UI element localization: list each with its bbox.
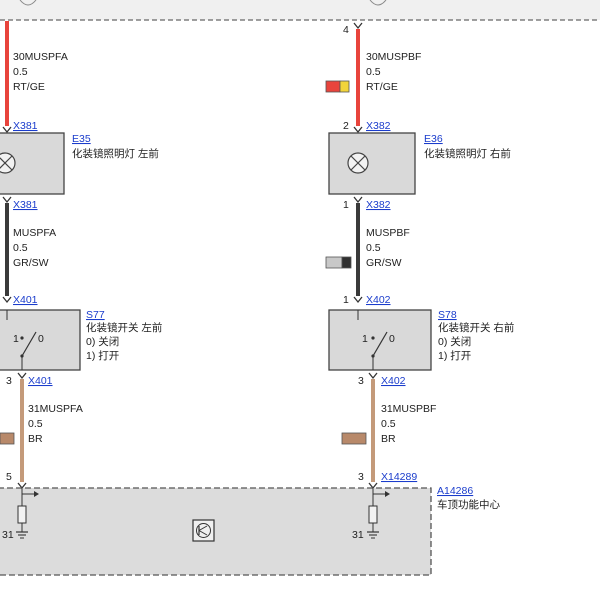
module-id-link[interactable]: A14286 <box>437 485 473 497</box>
left-conn-mid-link[interactable]: X381 <box>13 199 38 211</box>
module-desc: 车顶功能中心 <box>437 498 500 511</box>
right-ground-label: 31 <box>352 529 364 541</box>
right-wire1-color: RT/GE <box>366 81 398 93</box>
right-sw-in-pin: 1 <box>343 294 349 306</box>
right-wire3-color: BR <box>381 433 396 445</box>
right-conn-sw-in-link[interactable]: X402 <box>366 294 391 306</box>
right-wire1-swatch <box>325 80 350 93</box>
right-wire3-size: 0.5 <box>381 418 396 430</box>
right-ground-circuit: 31 <box>352 488 390 541</box>
right-conn-top-link[interactable]: X382 <box>366 120 391 132</box>
left-ground-circuit: 31 <box>2 488 39 541</box>
right-lamp-pin-top: 2 <box>343 120 349 132</box>
right-sw-out-pin: 3 <box>358 375 364 387</box>
right-lamp-desc: 化装镜照明灯 右前 <box>424 147 511 160</box>
top-module-edge <box>0 0 600 21</box>
left-ground-label: 31 <box>2 529 14 541</box>
left-wire3-name: 31MUSPFA <box>28 403 83 415</box>
right-switch-contact-1: 1 <box>362 333 368 345</box>
right-channel: 4 30MUSPBF 0.5 RT/GE 2 X382 E36 化装镜照明灯 右… <box>325 22 514 490</box>
ground-icon <box>16 531 28 539</box>
left-switch-id-link[interactable]: S77 <box>86 309 105 321</box>
right-wire1-name: 30MUSPBF <box>366 51 421 63</box>
roof-module-box[interactable] <box>0 487 432 576</box>
left-channel: 30MUSPFA 0.5 RT/GE X381 E35 化装镜照明灯 左前 X3… <box>0 21 162 490</box>
right-conn-sw-out-link[interactable]: X402 <box>381 375 406 387</box>
right-conn-mid-link[interactable]: X382 <box>366 199 391 211</box>
left-sw-out-pin: 3 <box>6 375 12 387</box>
left-wire3-color: BR <box>28 433 43 445</box>
right-top-pin: 4 <box>343 24 349 36</box>
ground-icon <box>367 531 379 539</box>
right-bottom-pin: 3 <box>358 471 364 483</box>
right-lamp-pin-bottom: 1 <box>343 199 349 211</box>
left-switch-state1: 1) 打开 <box>86 349 119 362</box>
right-conn-bottom-link[interactable]: X14289 <box>381 471 417 483</box>
left-switch-state0: 0) 关闭 <box>86 335 119 348</box>
left-wire2-size: 0.5 <box>13 242 28 254</box>
right-wire3-name: 31MUSPBF <box>381 403 436 415</box>
right-switch-id-link[interactable]: S78 <box>438 309 457 321</box>
lamp-icon <box>347 152 369 174</box>
right-switch-box[interactable] <box>328 309 432 371</box>
control-unit-icon[interactable] <box>192 519 215 542</box>
switch-icon <box>357 310 388 370</box>
right-wire3-swatch <box>341 432 367 445</box>
left-bottom-pin: 5 <box>6 471 12 483</box>
roof-module: A14286 车顶功能中心 31 <box>0 485 500 576</box>
right-lamp-box[interactable] <box>328 132 416 195</box>
left-conn-top-link[interactable]: X381 <box>13 120 38 132</box>
left-switch-box[interactable] <box>0 309 81 371</box>
right-wire2-color: GR/SW <box>366 257 402 269</box>
left-wire3-swatch <box>0 432 15 445</box>
right-switch-state1: 1) 打开 <box>438 349 471 362</box>
right-switch-contact-0: 0 <box>389 333 395 345</box>
right-lamp-id-link[interactable]: E36 <box>424 133 443 145</box>
left-lamp-id-link[interactable]: E35 <box>72 133 91 145</box>
left-wire2-color: GR/SW <box>13 257 49 269</box>
left-wire1-color: RT/GE <box>13 81 45 93</box>
left-switch-contact-1: 1 <box>13 333 19 345</box>
right-wire2-name: MUSPBF <box>366 227 410 239</box>
left-wire1-name: 30MUSPFA <box>13 51 68 63</box>
right-wire2-swatch <box>325 256 352 269</box>
right-wire2-size: 0.5 <box>366 242 381 254</box>
right-switch-desc: 化装镜开关 右前 <box>438 321 514 334</box>
right-wire1-size: 0.5 <box>366 66 381 78</box>
switch-icon <box>6 310 37 370</box>
left-lamp-desc: 化装镜照明灯 左前 <box>72 147 159 160</box>
left-wire3-size: 0.5 <box>28 418 43 430</box>
left-conn-sw-out-link[interactable]: X401 <box>28 375 53 387</box>
left-switch-contact-0: 0 <box>38 333 44 345</box>
left-wire1-size: 0.5 <box>13 66 28 78</box>
left-wire2-name: MUSPFA <box>13 227 56 239</box>
lamp-icon <box>0 152 16 174</box>
right-switch-state0: 0) 关闭 <box>438 335 471 348</box>
left-conn-sw-in-link[interactable]: X401 <box>13 294 38 306</box>
left-switch-desc: 化装镜开关 左前 <box>86 321 162 334</box>
